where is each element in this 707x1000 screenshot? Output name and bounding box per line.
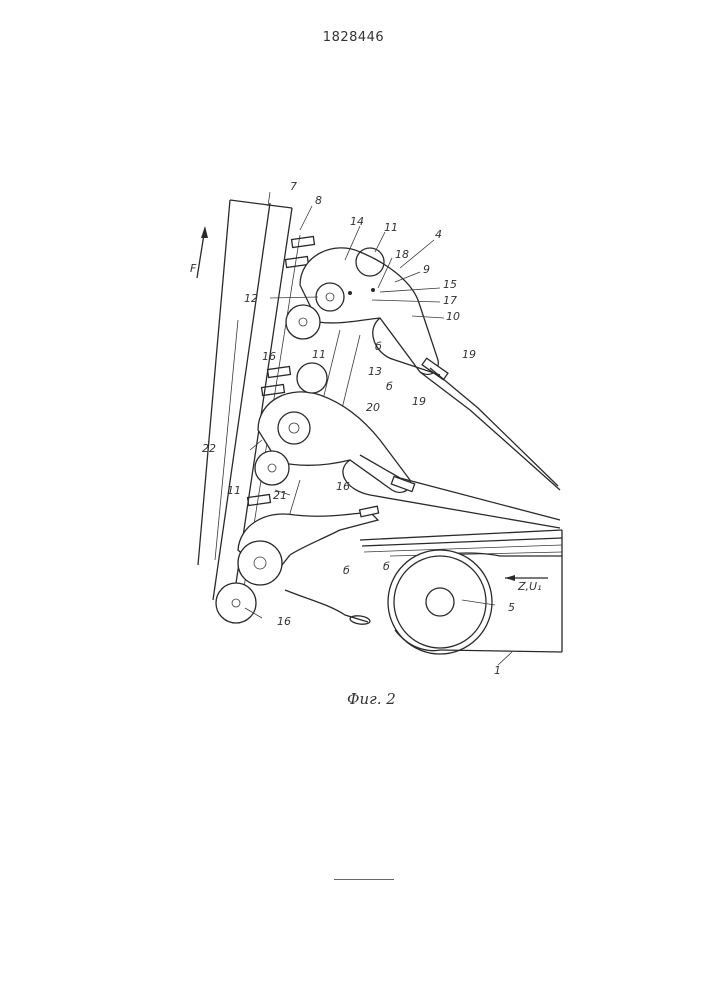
label-19: 19 (462, 348, 476, 361)
label-F: F (190, 262, 197, 275)
force-arrow (197, 226, 208, 278)
gripper-unit-middle (255, 363, 560, 540)
label-16: 16 (336, 480, 350, 493)
label-20: 20 (366, 401, 380, 414)
label-13: 13 (368, 365, 382, 378)
label-7: 7 (290, 180, 297, 193)
label-10: 10 (446, 310, 460, 323)
label-16: 16 (277, 615, 291, 628)
label-6: б (383, 560, 390, 573)
label-19: 19 (412, 395, 426, 408)
gripper-unit-lower (216, 506, 379, 625)
label-1: 1 (494, 664, 501, 677)
label-6: б (386, 380, 393, 393)
divider-rule (334, 879, 394, 880)
label-12: 12 (244, 292, 258, 305)
label-5: 5 (508, 601, 515, 614)
label-Z-U1: Z,U₁ (517, 580, 542, 593)
label-15: 15 (443, 278, 457, 291)
label-18: 18 (395, 248, 409, 261)
label-6: б (375, 340, 382, 353)
label-14: 14 (350, 215, 364, 228)
label-16: 16 (262, 350, 276, 363)
figure-caption: Фиг. 2 (347, 690, 396, 708)
label-11: 11 (384, 221, 398, 234)
label-4: 4 (435, 228, 442, 241)
label-6: б (343, 564, 350, 577)
label-9: 9 (423, 263, 430, 276)
label-22: 22 (202, 442, 216, 455)
label-11: 11 (312, 348, 326, 361)
label-21: 21 (273, 489, 287, 502)
label-11: 11 (227, 484, 241, 497)
label-8: 8 (315, 194, 322, 207)
label-17: 17 (443, 294, 457, 307)
